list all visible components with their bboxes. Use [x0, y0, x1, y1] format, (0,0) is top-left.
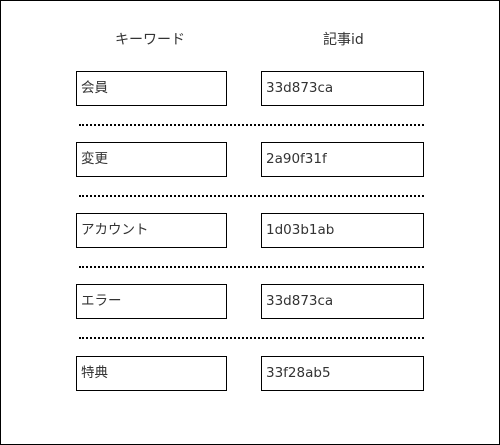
keyword-column-header: キーワード	[115, 32, 185, 48]
article-id-box: 33d873ca	[261, 284, 424, 319]
row-divider	[79, 124, 424, 126]
article-id-column-header: 記事id	[323, 32, 364, 48]
keyword-box: アカウント	[76, 213, 227, 248]
article-id-box: 33f28ab5	[261, 356, 424, 391]
keyword-box: 会員	[76, 71, 227, 106]
row-divider	[79, 195, 424, 197]
article-id-box: 2a90f31f	[261, 142, 424, 177]
row-divider	[79, 337, 424, 339]
keyword-box: エラー	[76, 284, 227, 319]
row-divider	[79, 266, 424, 268]
keyword-box: 変更	[76, 142, 227, 177]
article-id-box: 1d03b1ab	[261, 213, 424, 248]
keyword-box: 特典	[76, 356, 227, 391]
article-id-box: 33d873ca	[261, 71, 424, 106]
